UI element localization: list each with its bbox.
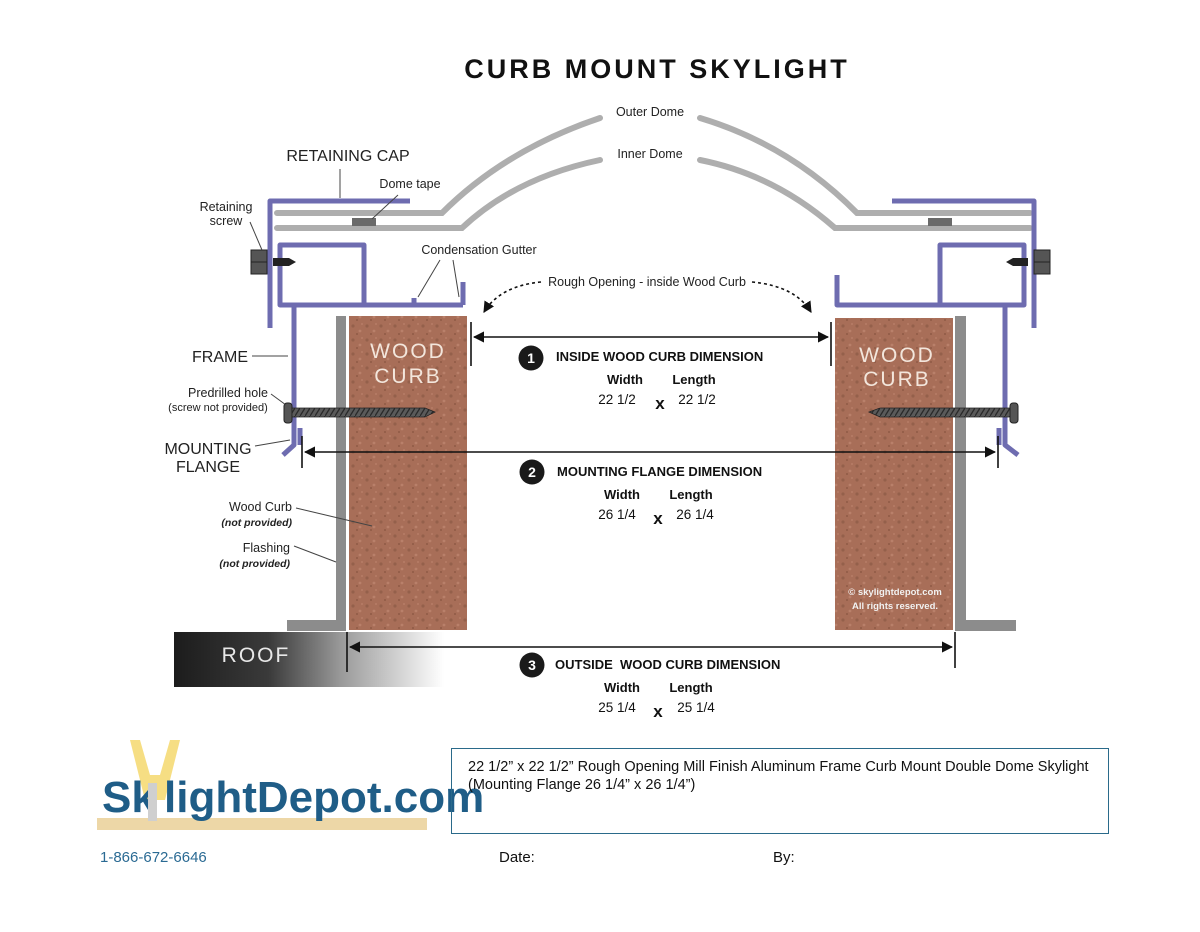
roof-label: ROOF [222, 644, 291, 667]
mounting-flange-label-2: FLANGE [176, 459, 240, 476]
dimension-heading: OUTSIDE WOOD CURB DIMENSION [555, 657, 780, 672]
dimension-block-1: 1 INSIDE WOOD CURB DIMENSION Width Lengt… [518, 345, 763, 413]
logo-light-icon [130, 740, 180, 800]
rough-opening-label: Rough Opening - inside Wood Curb [548, 275, 746, 289]
left-mounting-screw [283, 402, 436, 424]
right-curb-label-2: CURB [863, 368, 931, 391]
copyright-line-1: © skylightdepot.com [848, 587, 942, 598]
dimension-number: 2 [528, 464, 536, 480]
frame-label: FRAME [192, 349, 248, 366]
times-sign: x [655, 394, 665, 413]
right-mounting-screw [867, 402, 1019, 424]
width-label: Width [607, 372, 643, 387]
wood-curb-leader [295, 507, 373, 527]
retaining-screw-label-1: Retaining [200, 200, 253, 214]
right-frame [834, 198, 1037, 457]
logo-lamp-post-icon [148, 783, 157, 821]
length-label: Length [672, 372, 715, 387]
left-curb-label-2: CURB [374, 365, 442, 388]
outer-dome-label: Outer Dome [616, 105, 684, 119]
flashing-leader [293, 545, 337, 563]
screw-not-provided-label: (screw not provided) [168, 402, 268, 414]
description-line-2: (Mounting Flange 26 1/4” x 26 1/4”) [468, 777, 696, 793]
inner-dome [274, 157, 1033, 231]
rough-opening-arrow-right [751, 281, 812, 313]
dimension-number: 3 [528, 657, 536, 673]
phone-number: 1-866-672-6646 [100, 849, 207, 866]
times-sign: x [653, 509, 663, 528]
logo-text-part2: lightDepot.com [164, 773, 484, 822]
description-line-1: 22 1/2” x 22 1/2” Rough Opening Mill Fin… [468, 759, 1089, 775]
width-value: 26 1/4 [598, 507, 636, 522]
logo-text-part1: Sk [102, 773, 156, 822]
right-curb-label-1: WOOD [859, 344, 935, 367]
dimension-block-2: 2 MOUNTING FLANGE DIMENSION Width Length… [519, 459, 762, 528]
logo-underline [97, 818, 427, 830]
left-wood-curb [349, 316, 467, 630]
mounting-flange-label-1: MOUNTING [164, 441, 251, 458]
retaining-cap-label: RETAINING CAP [286, 148, 409, 165]
inner-dome-label: Inner Dome [617, 147, 682, 161]
skylightdepot-logo: Sk lightDepot.com [97, 740, 484, 830]
dome-tape-label: Dome tape [379, 177, 440, 191]
condensation-gutter-leader-1 [417, 259, 441, 298]
length-label: Length [669, 680, 712, 695]
outer-dome [274, 115, 1033, 216]
length-value: 25 1/4 [677, 700, 715, 715]
right-wood-curb [835, 318, 953, 630]
dimension-number-badge [519, 652, 545, 678]
width-label: Width [604, 680, 640, 695]
date-label: Date: [499, 849, 535, 866]
left-frame [267, 198, 466, 457]
page-title: CURB MOUNT SKYLIGHT [464, 54, 849, 84]
times-sign: x [653, 702, 663, 721]
dimension-line-3 [346, 632, 956, 672]
retaining-screw-leader [249, 221, 263, 251]
flashing-label: Flashing [243, 541, 290, 555]
dimension-block-3: 3 OUTSIDE WOOD CURB DIMENSION Width Leng… [519, 652, 780, 721]
length-value: 22 1/2 [678, 392, 716, 407]
left-dome-tape [352, 218, 376, 226]
dimension-number-badge [519, 459, 545, 485]
length-label: Length [669, 487, 712, 502]
right-flashing [955, 316, 1016, 631]
condensation-gutter-label: Condensation Gutter [421, 243, 536, 257]
by-label: By: [773, 849, 795, 866]
dimension-heading: INSIDE WOOD CURB DIMENSION [556, 349, 763, 364]
product-description-box: 22 1/2” x 22 1/2” Rough Opening Mill Fin… [451, 748, 1109, 834]
dimension-number: 1 [527, 350, 535, 366]
retaining-screw-label-2: screw [210, 214, 244, 228]
rough-opening-arrow-left [483, 281, 542, 313]
width-value: 22 1/2 [598, 392, 636, 407]
width-value: 25 1/4 [598, 700, 636, 715]
copyright-line-2: All rights reserved. [852, 601, 938, 612]
length-value: 26 1/4 [676, 507, 714, 522]
dimension-number-badge [518, 345, 544, 371]
width-label: Width [604, 487, 640, 502]
wood-curb-note: (not provided) [221, 517, 292, 529]
flashing-note: (not provided) [219, 558, 290, 570]
dimension-line-1 [470, 322, 832, 366]
left-curb-label-1: WOOD [370, 340, 446, 363]
mounting-flange-leader [254, 439, 291, 447]
roof-block [174, 632, 444, 687]
wood-curb-label: Wood Curb [229, 500, 292, 514]
dimension-line-2 [301, 436, 999, 468]
condensation-gutter-leader-2 [452, 259, 460, 298]
predrilled-hole-label: Predrilled hole [188, 386, 268, 400]
right-retaining-screw [1006, 249, 1051, 275]
dome-tape-leader [371, 194, 399, 220]
predrilled-hole-leader [270, 393, 287, 406]
right-dome-tape [928, 218, 952, 226]
left-retaining-screw [250, 249, 296, 275]
dimension-heading: MOUNTING FLANGE DIMENSION [557, 464, 762, 479]
left-flashing [287, 316, 346, 631]
